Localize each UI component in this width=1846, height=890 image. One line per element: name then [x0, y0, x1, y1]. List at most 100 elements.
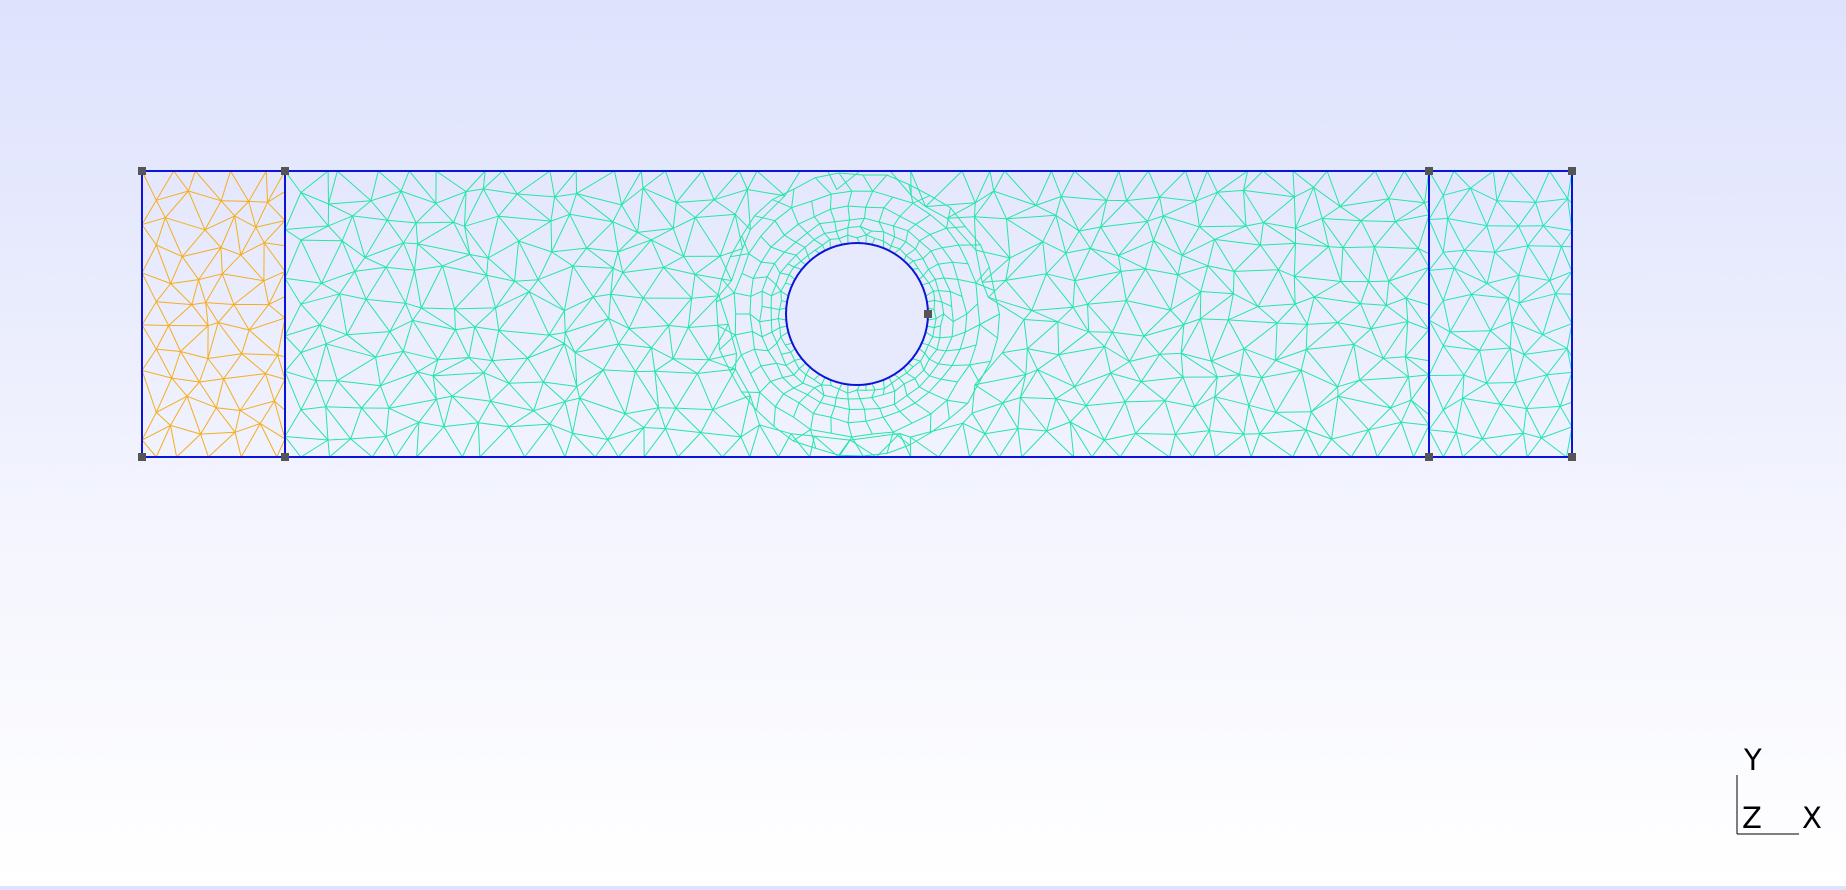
mesh-edge — [1443, 410, 1456, 433]
mesh-edge — [1240, 375, 1249, 406]
mesh-edge — [580, 398, 608, 439]
mesh-edge — [1443, 346, 1464, 376]
mesh-edge — [776, 285, 781, 292]
mesh-edge — [1411, 375, 1429, 400]
mesh-edge — [775, 252, 785, 263]
mesh-edge — [742, 392, 760, 393]
mesh-edge — [1007, 219, 1043, 242]
mesh-edge — [814, 217, 819, 224]
mesh-edge — [981, 245, 990, 267]
mesh-edge — [1192, 431, 1209, 457]
mesh-edge — [1006, 274, 1047, 281]
mesh-edge — [1160, 171, 1186, 197]
mesh-edge — [378, 171, 401, 191]
mesh-edge — [1165, 377, 1183, 401]
vertex-marker[interactable] — [1425, 167, 1433, 175]
mesh-edge — [692, 274, 695, 298]
mesh-edge — [907, 373, 915, 378]
mesh-edge — [142, 370, 156, 412]
mesh-edge — [249, 330, 278, 355]
mesh-edge — [1175, 407, 1194, 435]
mesh-edge — [919, 387, 929, 392]
mesh-edge — [692, 296, 719, 299]
mesh-edge — [906, 249, 915, 256]
vertex-marker[interactable] — [924, 310, 932, 318]
vertex-marker[interactable] — [1425, 453, 1433, 461]
mesh-edge — [615, 171, 622, 205]
mesh-edge — [762, 277, 767, 291]
mesh-edge — [1374, 222, 1395, 247]
mesh-edge — [794, 369, 799, 375]
mesh-edge — [234, 305, 249, 331]
mesh-edge — [643, 267, 663, 298]
mesh-edge — [366, 299, 390, 331]
mesh-edge — [1405, 330, 1429, 357]
mesh-edge — [1322, 219, 1361, 221]
mesh-edge — [979, 361, 990, 382]
vertex-marker[interactable] — [281, 453, 289, 461]
mesh-edge — [529, 292, 549, 335]
mesh-edge — [900, 203, 913, 216]
mesh-edge — [742, 273, 753, 278]
mesh-edge — [171, 425, 201, 434]
mesh-edge — [934, 326, 940, 328]
mesh-edge — [1508, 275, 1519, 298]
mesh-edge — [1294, 276, 1314, 297]
mesh-edge — [791, 352, 795, 360]
vertex-marker[interactable] — [138, 167, 146, 175]
mesh-edge — [907, 396, 915, 404]
mesh-edge — [355, 258, 365, 272]
mesh-edge — [1369, 430, 1378, 457]
mesh-edge — [952, 332, 965, 337]
mesh-edge — [466, 171, 485, 192]
mesh-edge — [1276, 412, 1311, 413]
mesh-edge — [222, 274, 264, 281]
mesh-edge — [337, 381, 380, 386]
mesh-edge — [475, 308, 496, 327]
mesh-edge — [872, 231, 884, 232]
mesh-edge — [231, 171, 249, 201]
mesh-edge — [496, 308, 499, 331]
mesh-edge — [1386, 305, 1408, 321]
mesh-edge — [573, 248, 587, 266]
mesh-edge — [778, 319, 786, 320]
mesh-edge — [499, 330, 549, 335]
mesh-edge — [171, 425, 177, 457]
vertex-marker[interactable] — [1568, 167, 1576, 175]
mesh-edge — [850, 440, 876, 457]
mesh-edge — [478, 423, 509, 427]
vertex-marker[interactable] — [1568, 453, 1576, 461]
mesh-edge — [1258, 270, 1278, 307]
mesh-edge — [1369, 247, 1375, 282]
mesh-edge — [1126, 301, 1170, 311]
mesh-edge — [381, 386, 389, 409]
mesh-edge — [785, 345, 791, 352]
mesh-edge — [811, 430, 832, 434]
mesh-edge — [1343, 247, 1374, 248]
mesh-edge — [892, 383, 895, 391]
mesh-edge — [1217, 190, 1243, 192]
mesh-edge — [806, 375, 814, 380]
mesh-edge — [814, 233, 824, 239]
mesh-edge — [926, 291, 934, 296]
mesh-edge — [455, 309, 475, 327]
mesh-edge — [947, 217, 974, 219]
vertex-marker[interactable] — [281, 167, 289, 175]
mesh-edge — [1018, 398, 1021, 429]
vertex-marker[interactable] — [138, 453, 146, 461]
mesh-edge — [187, 396, 216, 408]
mesh-edge — [549, 333, 565, 336]
axis-label-x: X — [1802, 804, 1822, 833]
mesh-edge — [496, 281, 515, 308]
mesh-edge — [1510, 348, 1515, 383]
mesh-edge — [1199, 226, 1246, 227]
mesh-edge — [181, 326, 209, 352]
mesh-edge — [1260, 412, 1276, 433]
mesh-edge — [1463, 439, 1483, 457]
mesh-edge — [900, 242, 906, 249]
mesh-edge — [913, 361, 921, 367]
mesh-edge — [963, 413, 972, 423]
mesh-edge — [1443, 219, 1447, 253]
mesh-edge — [177, 434, 201, 457]
